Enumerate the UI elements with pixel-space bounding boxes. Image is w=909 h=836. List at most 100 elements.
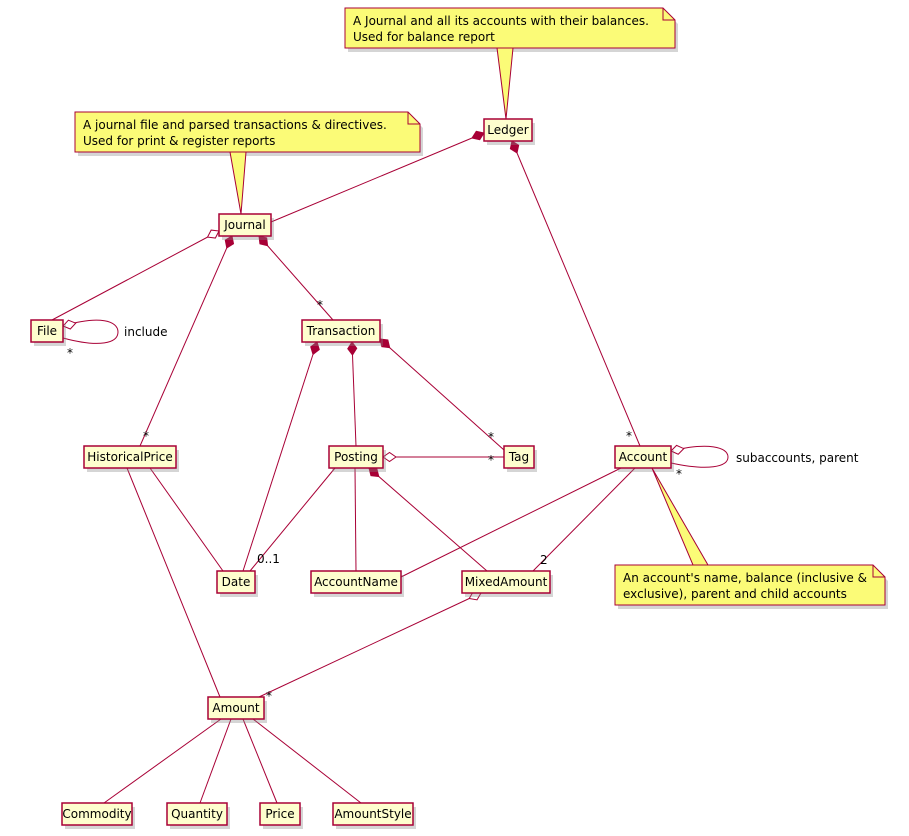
note-text: Used for print & register reports bbox=[83, 134, 275, 148]
class-box bbox=[461, 570, 551, 594]
class-box bbox=[310, 570, 402, 594]
note-account-note: An account's name, balance (inclusive &e… bbox=[614, 467, 888, 609]
class-box bbox=[166, 802, 228, 826]
relationship-line bbox=[103, 718, 222, 804]
class-box bbox=[503, 445, 535, 469]
edge-transaction-posting bbox=[347, 341, 358, 447]
relationship-line bbox=[249, 467, 336, 572]
note-fold-icon bbox=[662, 8, 675, 21]
composition-diamond-icon bbox=[379, 338, 391, 349]
note-body bbox=[74, 111, 421, 153]
edge-label: * bbox=[488, 453, 494, 467]
edge-label: * bbox=[676, 467, 682, 481]
self-loop-line bbox=[670, 445, 729, 468]
class-date: Date bbox=[216, 570, 258, 597]
class-amount: Amount bbox=[207, 696, 267, 723]
edge-ledger-journal bbox=[270, 130, 485, 223]
edge-amount-price bbox=[242, 718, 278, 804]
edge-posting-accountname bbox=[354, 467, 357, 572]
note-body bbox=[614, 564, 886, 606]
class-quantity: Quantity bbox=[166, 802, 230, 829]
aggregation-diamond-icon bbox=[670, 444, 685, 455]
edge-account-self bbox=[670, 444, 729, 468]
class-name: Ledger bbox=[487, 123, 528, 137]
class-name: Price bbox=[265, 807, 294, 821]
class-name: File bbox=[37, 324, 57, 338]
note-text: Used for balance report bbox=[353, 30, 495, 44]
edge-label: * bbox=[266, 689, 272, 703]
aggregation-diamond-icon bbox=[206, 229, 220, 239]
class-box bbox=[218, 213, 272, 237]
edge-journal-historicalprice bbox=[139, 235, 235, 447]
class-box bbox=[216, 570, 256, 594]
edge-account-accountname bbox=[400, 467, 622, 578]
aggregation-diamond-icon bbox=[62, 319, 77, 330]
relationship-line bbox=[242, 341, 318, 572]
edge-label: 2 bbox=[540, 553, 548, 567]
edge-journal-file bbox=[51, 229, 220, 321]
composition-diamond-icon bbox=[224, 235, 235, 249]
class-box bbox=[83, 445, 177, 469]
relationship-line bbox=[258, 592, 482, 698]
class-price: Price bbox=[259, 802, 303, 829]
relationship-line bbox=[126, 467, 221, 698]
class-amountstyle: AmountStyle bbox=[332, 802, 416, 829]
class-box bbox=[483, 118, 533, 142]
note-text: exclusive), parent and child accounts bbox=[623, 587, 847, 601]
class-transaction: Transaction bbox=[301, 319, 383, 346]
relationship-line bbox=[400, 467, 622, 578]
edge-posting-mixedamount bbox=[368, 467, 488, 572]
class-name: Commodity bbox=[62, 807, 131, 821]
relationship-line bbox=[149, 467, 224, 572]
class-name: HistoricalPrice bbox=[87, 450, 172, 464]
edge-label: include bbox=[124, 325, 167, 339]
class-box bbox=[259, 802, 301, 826]
note-ledger-note: A Journal and all its accounts with thei… bbox=[344, 7, 678, 120]
note-body bbox=[344, 7, 676, 49]
class-box bbox=[30, 319, 64, 343]
class-box bbox=[61, 802, 133, 826]
edge-label: * bbox=[317, 298, 323, 312]
note-text: A journal file and parsed transactions &… bbox=[83, 118, 387, 132]
class-box bbox=[614, 445, 672, 469]
edge-posting-tag bbox=[382, 451, 504, 463]
class-box bbox=[301, 319, 381, 343]
relationship-line bbox=[51, 230, 220, 321]
class-ledger: Ledger bbox=[483, 118, 535, 145]
class-name: Posting bbox=[334, 450, 378, 464]
class-box bbox=[207, 696, 265, 720]
class-journal: Journal bbox=[218, 213, 274, 240]
edge-amount-amountstyle bbox=[252, 718, 362, 804]
note-journal-note: A journal file and parsed transactions &… bbox=[74, 111, 423, 215]
class-file: File bbox=[30, 319, 66, 346]
aggregation-diamond-icon bbox=[382, 451, 397, 463]
relationship-line bbox=[379, 338, 505, 451]
edge-label: * bbox=[626, 429, 632, 443]
composition-diamond-icon bbox=[310, 341, 320, 356]
note-fold-icon bbox=[407, 112, 420, 125]
relationship-line bbox=[351, 341, 357, 447]
edge-journal-transaction bbox=[258, 235, 334, 321]
edge-label: * bbox=[143, 429, 149, 443]
relationship-line bbox=[368, 467, 488, 572]
relationship-line bbox=[532, 467, 636, 572]
edge-label: * bbox=[67, 346, 73, 360]
edge-label: 0..1 bbox=[257, 552, 280, 566]
edge-label: * bbox=[488, 430, 494, 444]
class-name: Amount bbox=[212, 701, 259, 715]
class-name: Journal bbox=[223, 218, 266, 232]
composition-diamond-icon bbox=[258, 235, 269, 247]
note-text: A Journal and all its accounts with thei… bbox=[353, 14, 649, 28]
relationship-line bbox=[258, 235, 334, 321]
composition-diamond-icon bbox=[347, 341, 358, 356]
class-name: Tag bbox=[508, 450, 529, 464]
class-name: Date bbox=[222, 575, 251, 589]
class-box bbox=[328, 445, 384, 469]
relationship-line bbox=[139, 235, 233, 447]
edge-transaction-tag bbox=[379, 338, 505, 451]
composition-diamond-icon bbox=[509, 140, 520, 154]
class-name: AccountName bbox=[314, 575, 398, 589]
edge-amount-commodity bbox=[103, 718, 222, 804]
class-name: Quantity bbox=[171, 807, 223, 821]
edge-amount-quantity bbox=[199, 718, 232, 804]
